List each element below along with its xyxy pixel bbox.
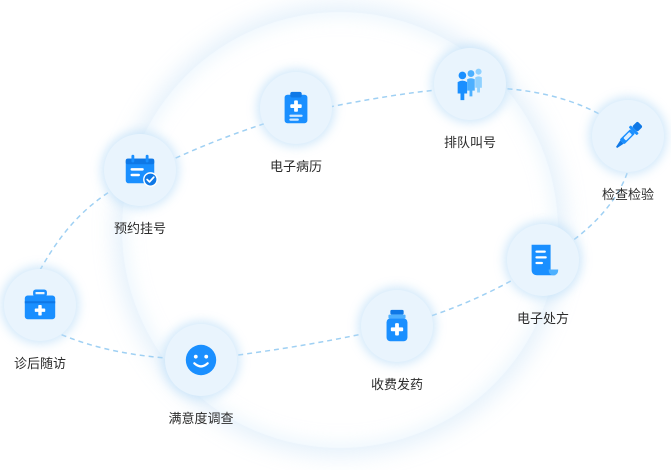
first-aid-kit-icon: [24, 289, 56, 320]
node-badge: [434, 48, 506, 120]
node-badge: [361, 290, 433, 362]
queue-people-icon: [457, 68, 482, 101]
node-label: 排队叫号: [443, 136, 496, 151]
node-label: 电子病历: [269, 160, 322, 175]
medicine-bottle-icon: [386, 309, 408, 342]
clipboard-medical-icon: [284, 91, 308, 124]
node-label: 诊后随访: [13, 357, 66, 372]
node-badge: [4, 269, 76, 341]
prescription-scroll-icon: [531, 244, 559, 276]
node-badge: [165, 324, 237, 396]
node-badge: [260, 72, 332, 144]
node-badge: [104, 134, 176, 206]
node-label: 电子处方: [516, 312, 569, 327]
pipette-icon: [616, 122, 642, 148]
node-label: 收费发药: [370, 378, 423, 393]
node-badge: [592, 100, 664, 172]
calendar-check-icon: [125, 154, 158, 187]
node-label: 满意度调查: [168, 412, 234, 427]
smiley-face-icon: [185, 344, 217, 376]
node-badge: [507, 224, 579, 296]
node-label: 检查检验: [601, 188, 654, 203]
node-label: 预约挂号: [113, 222, 166, 237]
